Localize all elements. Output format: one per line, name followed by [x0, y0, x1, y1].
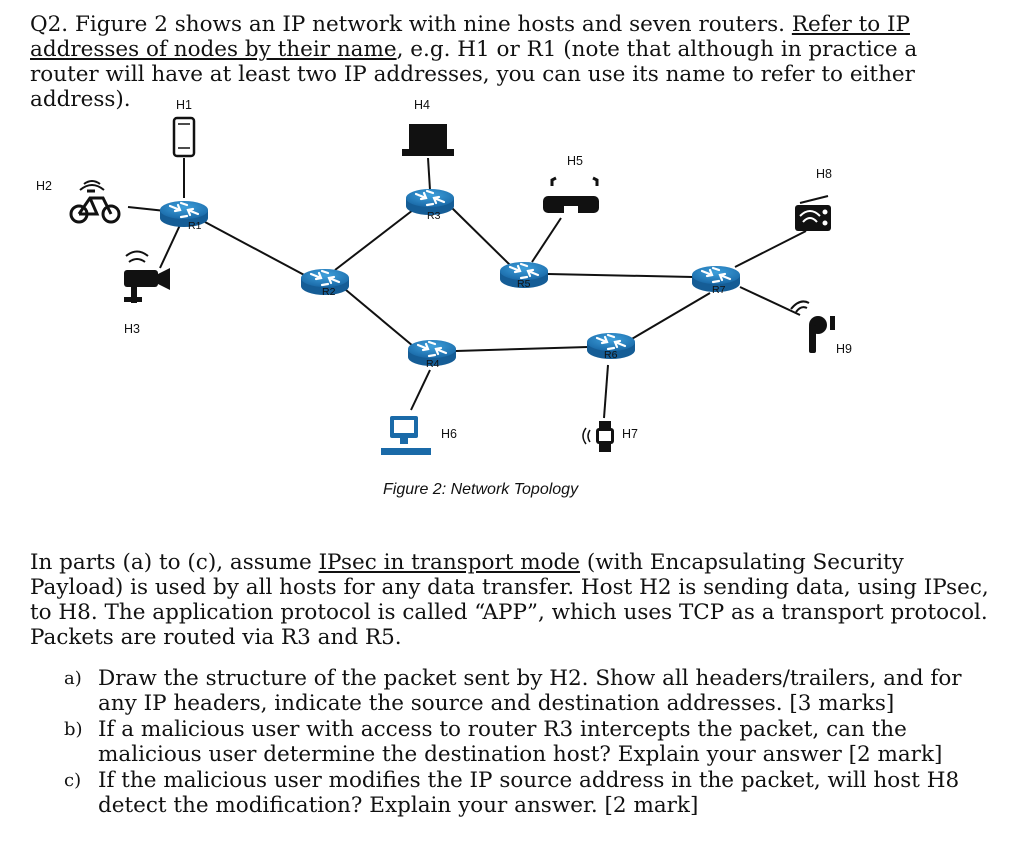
router-r5: R5: [498, 260, 550, 290]
host-h1-label: H1: [176, 98, 192, 112]
links: [127, 157, 807, 419]
laptop-icon: [402, 124, 454, 156]
host-h5: H5: [543, 154, 599, 214]
host-h1: H1: [172, 98, 196, 158]
question-part-c-label: c): [64, 770, 82, 791]
host-h2-label: H2: [36, 179, 52, 193]
link-r4-r6: [455, 346, 589, 352]
router-r4: R4: [406, 338, 458, 370]
router-r7-label: R7: [712, 284, 726, 296]
link-h3-r1: [159, 224, 181, 269]
phone-icon: [172, 116, 196, 158]
question-intro-text-a: Q2. Figure 2 shows an IP network with ni…: [30, 12, 792, 37]
network-topology-figure: R1 R2 R3 R4 R5 R6 R7 H1 H4: [36, 98, 852, 455]
link-h5-r5: [531, 217, 562, 263]
link-r2-r4: [339, 284, 414, 347]
link-r6-r7: [629, 292, 711, 341]
question-setup: In parts (a) to (c), assume IPsec in tra…: [30, 550, 990, 650]
question-part-c: c) If the malicious user modifies the IP …: [64, 768, 964, 818]
router-r1: R1: [158, 199, 210, 232]
router-r7: R7: [690, 264, 742, 296]
sensor-icon: [790, 300, 835, 353]
question-setup-text-a: In parts (a) to (c), assume: [30, 550, 319, 575]
link-r6-h7: [603, 364, 609, 419]
link-r2-r3: [334, 209, 414, 271]
router-r6-label: R6: [604, 349, 618, 361]
router-r6: R6: [585, 331, 637, 361]
host-h8-label: H8: [816, 167, 832, 181]
router-r3: R3: [404, 187, 456, 222]
host-h6: H6: [381, 416, 457, 455]
bicycle-icon: [69, 180, 121, 224]
router-r2-label: R2: [322, 286, 336, 298]
vr-glasses-icon: [543, 176, 599, 214]
host-h4: H4: [402, 98, 454, 156]
question-setup-underlined: IPsec in transport mode: [318, 550, 581, 575]
radio-icon: [795, 195, 831, 231]
host-h8: H8: [795, 167, 832, 231]
router-r2: R2: [299, 267, 351, 298]
host-h2: H2: [36, 179, 121, 224]
question-part-b-text: If a malicious user with access to route…: [98, 717, 943, 767]
host-h5-label: H5: [567, 154, 583, 168]
smartwatch-icon: [582, 421, 614, 452]
router-r1-label: R1: [188, 220, 202, 232]
router-r3-label: R3: [427, 210, 441, 222]
link-r7-h8: [734, 230, 807, 268]
question-part-c-text: If the malicious user modifies the IP so…: [98, 768, 960, 818]
question-part-b: b) If a malicious user with access to rou…: [64, 717, 964, 767]
question-intro-text-b: , e.g. H1 or R1 (note that although in p…: [30, 37, 918, 112]
host-h6-label: H6: [441, 427, 457, 441]
link-r3-r5: [451, 207, 511, 266]
question-part-a: a) Draw the structure of the packet sent …: [64, 666, 964, 716]
question-parts-list: a) Draw the structure of the packet sent …: [64, 666, 964, 819]
question-intro: Q2. Figure 2 shows an IP network with ni…: [30, 12, 990, 112]
question-part-a-text: Draw the structure of the packet sent by…: [98, 666, 962, 716]
question-part-b-label: b): [64, 719, 83, 740]
router-r4-label: R4: [426, 358, 440, 370]
camera-icon: [124, 250, 170, 303]
link-r7-h9: [739, 286, 801, 316]
question-setup-text-b: (with Encapsulating Security Payload) is…: [30, 550, 989, 650]
host-h4-label: H4: [414, 98, 430, 112]
host-h7-label: H7: [622, 427, 638, 441]
figure-caption: Figure 2: Network Topology: [383, 481, 579, 498]
router-r5-label: R5: [517, 278, 531, 290]
host-h3: H3: [124, 250, 170, 336]
host-h9: H9: [790, 300, 852, 356]
link-h4-r3: [427, 157, 431, 191]
host-h3-label: H3: [124, 322, 140, 336]
question-intro-underlined: Refer to IP addresses of nodes by their …: [30, 12, 910, 62]
link-r5-r7: [547, 273, 694, 278]
question-part-a-label: a): [64, 668, 82, 689]
desktop-computer-icon: [381, 416, 431, 455]
link-r4-h6: [410, 369, 431, 411]
host-h9-label: H9: [836, 342, 852, 356]
link-r1-r2: [204, 221, 309, 278]
host-h7: H7: [582, 421, 638, 452]
